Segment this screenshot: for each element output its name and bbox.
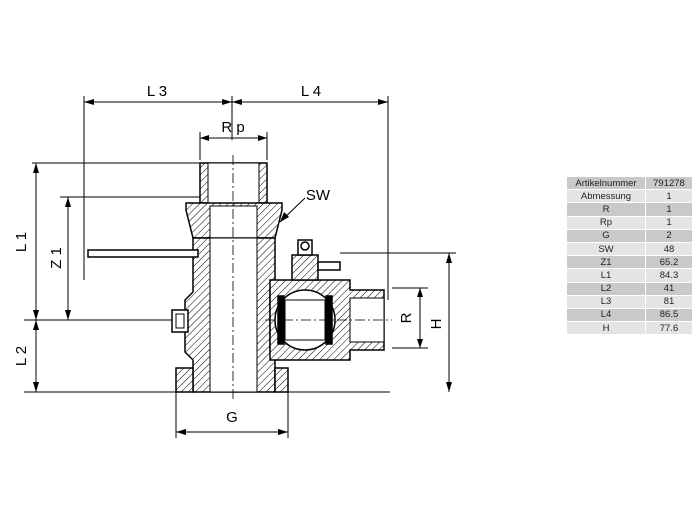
label-g: G bbox=[226, 409, 238, 426]
spec-value: 77.6 bbox=[645, 321, 693, 336]
spec-key: L2 bbox=[566, 281, 646, 296]
spec-value: 41 bbox=[645, 281, 693, 296]
label-l4: L 4 bbox=[301, 83, 321, 100]
centerlines bbox=[232, 155, 392, 400]
spec-value: 1 bbox=[645, 189, 693, 204]
spec-key: H bbox=[566, 321, 646, 336]
spec-value: 81 bbox=[645, 294, 693, 309]
label-l1: L 1 bbox=[13, 232, 30, 252]
spec-value: 1 bbox=[645, 202, 693, 217]
spec-key: SW bbox=[566, 241, 646, 257]
spec-value: 65.2 bbox=[645, 255, 693, 270]
spec-value: 48 bbox=[645, 241, 693, 257]
spec-key: Artikelnummer bbox=[566, 175, 646, 191]
spec-key: L1 bbox=[566, 268, 646, 283]
spec-key: Z1 bbox=[566, 255, 646, 270]
spec-value: 791278 bbox=[645, 175, 693, 191]
spec-value: 1 bbox=[645, 215, 693, 230]
spec-key: G bbox=[566, 228, 646, 243]
label-l3: L 3 bbox=[147, 83, 167, 100]
spec-value: 84.3 bbox=[645, 268, 693, 283]
dimension-arrows bbox=[33, 99, 452, 435]
spec-value: 86.5 bbox=[645, 307, 693, 323]
label-h: H bbox=[428, 319, 445, 330]
spec-key: L3 bbox=[566, 294, 646, 309]
label-r: R bbox=[398, 312, 415, 323]
label-l2: L 2 bbox=[13, 346, 30, 366]
label-sw: SW bbox=[306, 187, 331, 204]
spec-key: Abmessung bbox=[566, 189, 646, 204]
spec-value: 2 bbox=[645, 228, 693, 243]
spec-key: Rp bbox=[566, 215, 646, 230]
label-z1: Z 1 bbox=[48, 247, 65, 269]
spec-key: R bbox=[566, 202, 646, 217]
spec-key: L4 bbox=[566, 307, 646, 323]
label-rp: R p bbox=[221, 119, 244, 136]
